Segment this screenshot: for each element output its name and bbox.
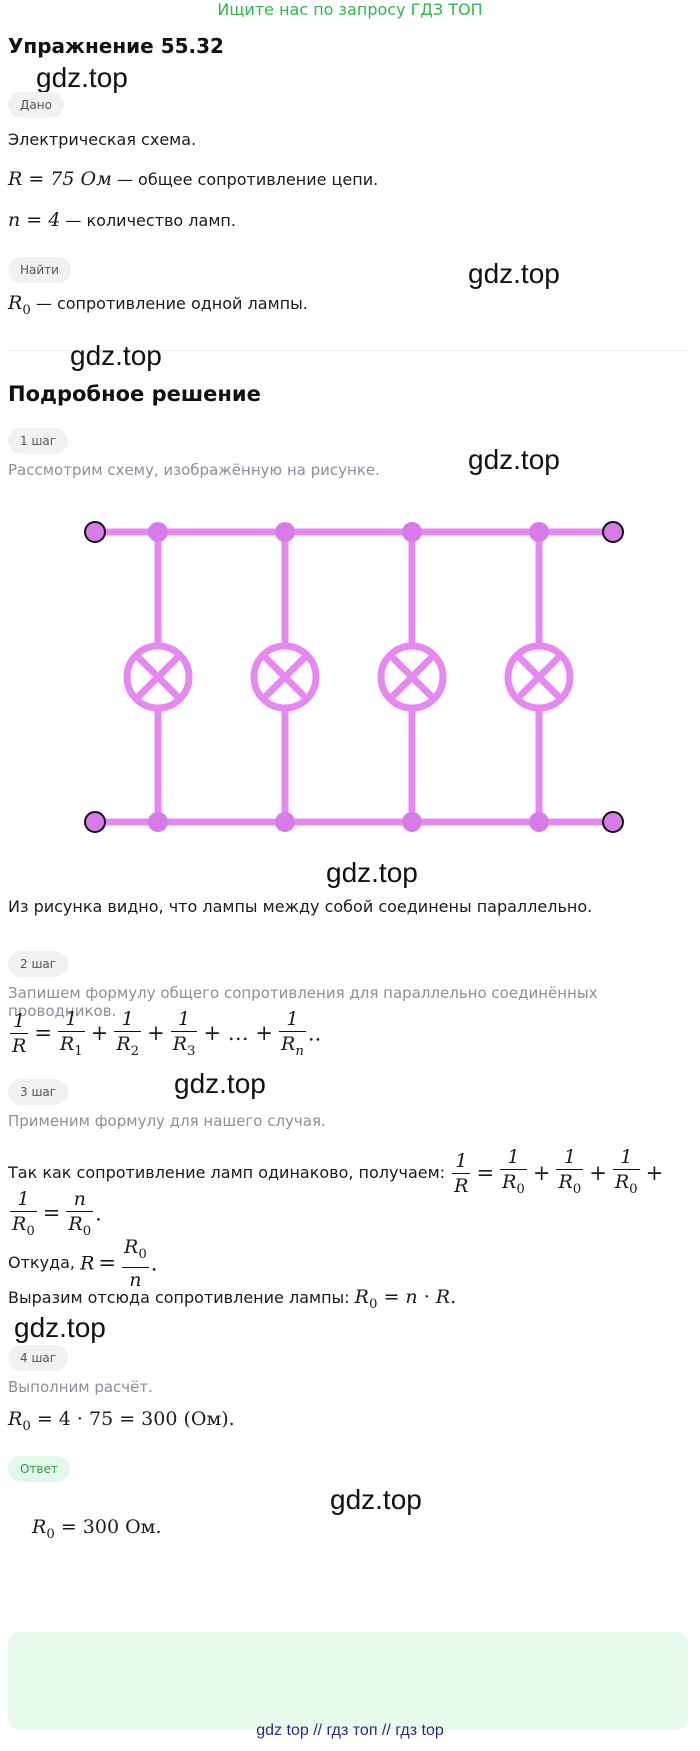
lamp-branch-3 [377, 522, 447, 832]
step4-pill: 4 шаг [8, 1345, 69, 1371]
step1-text: Из рисунка видно, что лампы между собой … [8, 897, 593, 916]
lamp-icon [377, 642, 447, 712]
junction-node [402, 522, 422, 542]
lamp-cross [133, 652, 183, 702]
resistance-formula: R = 75 Ом [8, 168, 112, 190]
lamp-branch-2 [250, 522, 320, 832]
watermark: gdz.top [14, 1312, 106, 1343]
step3-hint: Применим формулу для нашего случая. [8, 1112, 326, 1130]
junction-node [148, 522, 168, 542]
terminal-top-right [602, 521, 624, 543]
answer-box [8, 1632, 688, 1730]
lamp-icon [250, 642, 320, 712]
lamp-icon [123, 642, 193, 712]
divider [8, 350, 688, 351]
resistance-text: — общее сопротивление цепи. [111, 170, 379, 189]
junction-node [529, 522, 549, 542]
circuit-diagram [84, 521, 624, 833]
footer-links[interactable]: gdz top // гдз топ // гдз top [256, 1722, 444, 1739]
step4-calc: R0 = 4 · 75 = 300 (Ом). [8, 1408, 235, 1434]
step3-text2: Откуда, [8, 1252, 75, 1272]
terminal-bottom-right [602, 811, 624, 833]
count-formula: n = 4 [8, 209, 61, 231]
answer-pill: Ответ [8, 1456, 70, 1482]
step3-text1: Так как сопротивление ламп одинаково, по… [8, 1162, 446, 1182]
given-line-count: n = 4 — количество ламп. [8, 209, 236, 232]
find-pill: Найти [8, 257, 71, 283]
count-text: — количество ламп. [60, 211, 236, 230]
lamp-branch-4 [504, 522, 574, 832]
watermark: gdz.top [326, 857, 418, 888]
step1-hint: Рассмотрим схему, изображённую на рисунк… [8, 461, 380, 479]
exercise-title: Упражнение 55.32 [8, 34, 224, 58]
junction-node [529, 812, 549, 832]
step1-pill: 1 шаг [8, 428, 69, 454]
answer-value: R0 = 300 Ом. [32, 1516, 162, 1542]
given-line-scheme: Электрическая схема. [8, 130, 197, 149]
step3-line1: Так как сопротивление ламп одинаково, по… [8, 1146, 667, 1201]
junction-node [275, 522, 295, 542]
solution-title: Подробное решение [8, 382, 261, 406]
find-symbol: R0 [8, 292, 31, 318]
step4-hint: Выполним расчёт. [8, 1378, 153, 1396]
terminal-top-left [84, 521, 106, 543]
watermark: gdz.top [174, 1068, 266, 1099]
watermark: gdz.top [330, 1484, 422, 1515]
lamp-icon [504, 642, 574, 712]
lamp-branch-1 [123, 522, 193, 832]
given-pill: Дано [8, 92, 64, 118]
junction-node [148, 812, 168, 832]
find-line: R0 — сопротивление одной лампы. [8, 292, 308, 322]
step3-line4: Выразим отсюда сопротивление лампы: R0 =… [8, 1286, 457, 1312]
top-banner[interactable]: Ищите нас по запросу ГДЗ ТОП [217, 0, 483, 19]
lamp-cross [514, 652, 564, 702]
find-text: — сопротивление одной лампы. [30, 294, 308, 313]
watermark: gdz.top [468, 444, 560, 475]
step3-pill: 3 шаг [8, 1079, 69, 1105]
terminal-bottom-left [84, 811, 106, 833]
step3-text3: Выразим отсюда сопротивление лампы: [8, 1288, 350, 1307]
watermark: gdz.top [468, 258, 560, 289]
watermark: gdz.top [70, 340, 162, 371]
junction-node [402, 812, 422, 832]
watermark: gdz.top [36, 62, 128, 93]
step2-pill: 2 шаг [8, 951, 69, 977]
lamp-cross [260, 652, 310, 702]
junction-node [275, 812, 295, 832]
given-line-resistance: R = 75 Ом — общее сопротивление цепи. [8, 168, 378, 191]
lamp-cross [387, 652, 437, 702]
step2-hint: Запишем формулу общего сопротивления для… [8, 984, 598, 1020]
